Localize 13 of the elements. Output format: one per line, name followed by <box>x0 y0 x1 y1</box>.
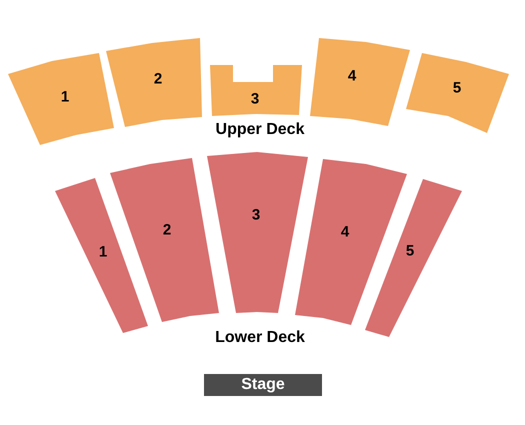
section-number: 2 <box>162 222 172 238</box>
section-number: 3 <box>250 92 260 106</box>
stage: Stage <box>204 374 322 396</box>
deck-label: Lower Deck <box>215 330 305 346</box>
section-number: 1 <box>60 90 70 104</box>
section-number: 4 <box>340 224 350 240</box>
section-number: 5 <box>452 80 462 96</box>
section-number: 4 <box>348 68 356 84</box>
section-number: 5 <box>406 244 414 258</box>
section-number: 3 <box>252 208 260 222</box>
section-number: 2 <box>154 72 162 86</box>
deck-label: Upper Deck <box>216 122 304 138</box>
section-number: 1 <box>98 244 108 260</box>
